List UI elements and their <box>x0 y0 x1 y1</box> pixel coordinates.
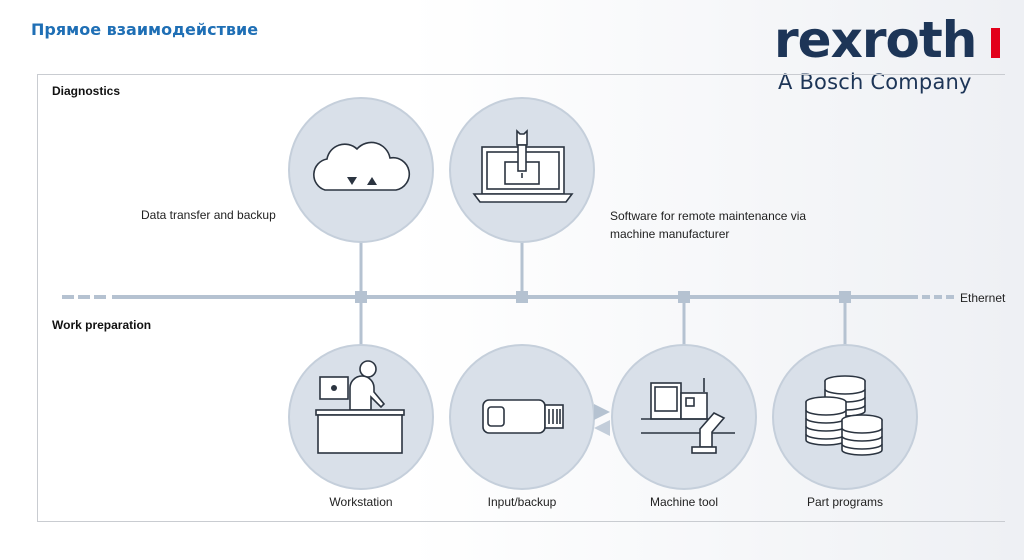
section-diagnostics: Diagnostics <box>52 84 121 98</box>
input-backup-label: Input/backup <box>487 495 557 509</box>
cnc-machine-robot-icon <box>641 378 735 454</box>
remote-label-line2: machine manufacturer <box>610 227 730 241</box>
part-programs-label: Part programs <box>806 495 884 509</box>
remote-label-line1: Software for remote maintenance via <box>610 209 807 223</box>
usb-stick-icon <box>482 399 564 434</box>
laptop-wrench-icon <box>472 129 574 203</box>
logo-wordmark: rexroth <box>774 11 977 69</box>
logo-accent-bar <box>991 28 1000 58</box>
cloud-transfer-icon <box>313 141 411 191</box>
frame-top-line <box>37 74 1005 75</box>
frame-left-line <box>37 74 38 522</box>
transfer-arrows <box>594 404 610 436</box>
ethernet-label: Ethernet <box>960 291 1006 305</box>
junction-nodes <box>355 291 851 303</box>
slide-title: Прямое взаимодействие <box>31 20 259 39</box>
machine-tool-label: Machine tool <box>649 495 719 509</box>
cloud-label: Data transfer and backup <box>141 208 276 222</box>
person-at-desk-icon <box>315 360 405 454</box>
workstation-label: Workstation <box>329 495 393 509</box>
frame-bottom-line <box>37 521 1005 522</box>
connector-lines <box>359 237 847 345</box>
section-work-preparation: Work preparation <box>52 318 152 332</box>
coin-stacks-icon <box>805 375 883 456</box>
